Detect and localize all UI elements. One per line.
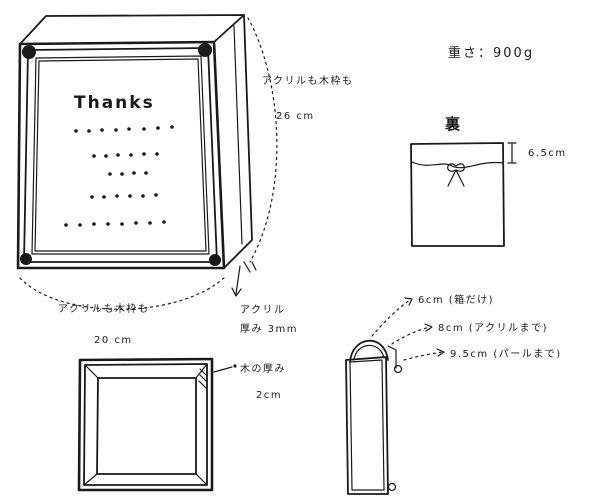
frame-width-label: 20 cm bbox=[94, 335, 133, 346]
arrow-icon bbox=[404, 297, 413, 306]
weight-label: 重さ：900g bbox=[448, 45, 534, 61]
depth-pearl-leader bbox=[403, 351, 443, 361]
frame-bottom-label: アクリルも木枠も bbox=[58, 302, 150, 315]
acrylic-edge bbox=[387, 345, 397, 369]
depth-pearl-label: 9.5cm (パールまで) bbox=[450, 348, 562, 360]
main-frame: Thanks bbox=[16, 14, 278, 310]
depth-acrylic-label: 8cm (アクリルまで) bbox=[438, 322, 548, 334]
wood-thickness-value: 2cm bbox=[256, 390, 282, 401]
pearl-icon bbox=[20, 253, 32, 265]
ribbon-line bbox=[411, 161, 504, 169]
thickness-tick bbox=[243, 261, 257, 273]
pearl-icon bbox=[387, 482, 397, 492]
back-view: 裏 6.5cm bbox=[410, 115, 567, 247]
ribbon-height-label: 6.5cm bbox=[528, 148, 567, 159]
pearl-icon bbox=[393, 364, 403, 374]
frame-height-label: 26 cm bbox=[276, 111, 315, 122]
depth-box-label: 6cm (箱だけ) bbox=[418, 293, 494, 306]
arrow-icon bbox=[436, 348, 445, 357]
acrylic-leader-line bbox=[235, 265, 241, 295]
acrylic-thickness-label: 厚み 3mm bbox=[240, 323, 298, 335]
side-view bbox=[345, 297, 445, 495]
back-view-label: 裏 bbox=[444, 115, 461, 133]
frame-thanks-text: Thanks bbox=[74, 93, 155, 113]
wood-hatch bbox=[198, 368, 207, 389]
arrow-down-icon bbox=[231, 287, 242, 297]
depth-acrylic-leader bbox=[391, 326, 431, 345]
wood-leader-line bbox=[213, 366, 233, 373]
depth-box-leader bbox=[371, 299, 411, 337]
ribbon-height-bracket bbox=[507, 142, 517, 164]
arrow-icon bbox=[424, 323, 433, 332]
pearl-icon bbox=[209, 254, 221, 266]
ribbon-bow-icon bbox=[447, 163, 465, 187]
pearl-icon bbox=[22, 45, 36, 59]
wood-thickness-label: 木の厚み bbox=[240, 363, 286, 375]
top-view: 木の厚み 2cm bbox=[77, 357, 286, 492]
message-dots bbox=[64, 125, 174, 227]
frame-top-right-label: アクリルも木枠も bbox=[262, 74, 354, 87]
width-dimension-arc bbox=[19, 275, 227, 310]
acrylic-label: アクリル bbox=[240, 304, 286, 316]
pearl-icon bbox=[198, 43, 212, 57]
